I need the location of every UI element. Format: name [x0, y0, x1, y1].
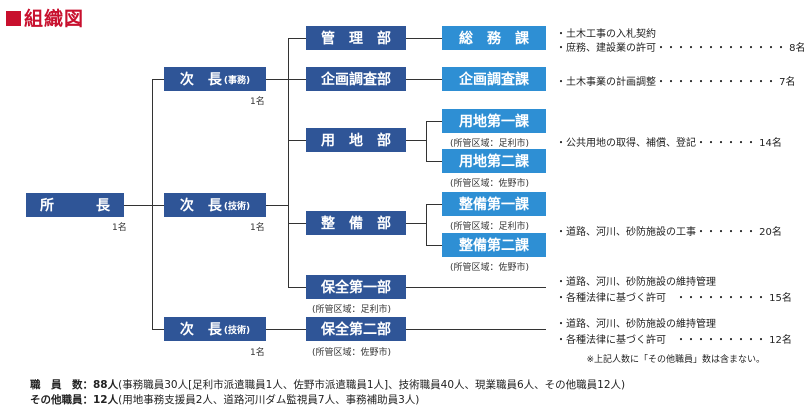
vice-director-tech2-box: 次 長(技術) [164, 317, 266, 341]
vice-admin-count: 1名 [250, 97, 265, 107]
connector [406, 287, 546, 288]
vice-tech1-label: 次 長 [179, 198, 222, 214]
connector [152, 329, 164, 330]
footer-other-value: 12人 [93, 394, 119, 406]
connector [288, 79, 306, 80]
dept-hozen1-box: 保全第一部 [306, 275, 406, 299]
section-youchi2-label: 用地第二課 [459, 154, 529, 170]
vice-director-admin-box: 次 長(事務) [164, 67, 266, 91]
section-seibi2-box: 整備第二課 [442, 233, 546, 257]
connector [406, 38, 442, 39]
connector [406, 140, 426, 141]
title-square-icon [6, 11, 21, 26]
connector [152, 79, 153, 329]
vice-tech2-tag: (技術) [223, 325, 251, 336]
duty-soumu-1: ・土木工事の入札契約 [556, 29, 656, 40]
connector [266, 329, 306, 330]
vice-tech1-tag: (技術) [223, 201, 251, 212]
director-box: 所 長 [26, 193, 124, 217]
section-seibi1-box: 整備第一課 [442, 192, 546, 216]
footer-staff-detail: (事務職員30人[足利市派遣職員1人、佐野市派遣職員1人]、技術職員40人、現業… [118, 379, 626, 391]
dept-kikaku-box: 企画調査部 [306, 67, 406, 91]
connector [426, 245, 442, 246]
dept-seibi-label: 整 備 部 [321, 216, 391, 232]
duty-hozen2-2: ・各種法律に基づく許可 ・・・・・・・・・ 12名 [556, 335, 792, 346]
section-soumu-label: 総 務 課 [459, 31, 529, 47]
dept-seibi-box: 整 備 部 [306, 211, 406, 235]
connector [426, 204, 427, 245]
connector [426, 121, 442, 122]
footer-staff-label: 職 員 数： [30, 379, 93, 391]
dept-youchi-box: 用 地 部 [306, 128, 406, 152]
director-count: 1名 [112, 223, 127, 233]
footer-other: その他職員：12人(用地事務支援員2人、道路河川ダム監視員7人、事務補助員3人) [30, 392, 419, 407]
dept-kikaku-label: 企画調査部 [321, 72, 391, 88]
dept-kanri-label: 管 理 部 [321, 31, 391, 47]
section-youchi1-box: 用地第一課 [442, 109, 546, 133]
footer-staff-value: 88人 [93, 379, 119, 391]
connector [152, 79, 164, 80]
vice-director-tech1-box: 次 長(技術) [164, 193, 266, 217]
footer-other-label: その他職員： [30, 394, 93, 406]
duty-soumu-2: ・庶務、建設業の許可・・・・・・・・・・・・・ 8名 [556, 43, 806, 54]
connector [426, 121, 427, 161]
duty-hozen2-1: ・道路、河川、砂防施設の維持管理 [556, 319, 716, 330]
dept-hozen2-box: 保全第二部 [306, 317, 406, 341]
connector [426, 161, 442, 162]
duty-hozen1-1: ・道路、河川、砂防施設の維持管理 [556, 277, 716, 288]
connector [406, 79, 442, 80]
section-soumu-box: 総 務 課 [442, 26, 546, 50]
vice-tech2-count: 1名 [250, 348, 265, 358]
duty-seibi: ・道路、河川、砂防施設の工事・・・・・・ 20名 [556, 227, 782, 238]
dept-hozen1-label: 保全第一部 [321, 280, 391, 296]
connector [288, 38, 289, 287]
duty-hozen1-2: ・各種法律に基づく許可 ・・・・・・・・・ 15名 [556, 293, 792, 304]
connector [288, 140, 306, 141]
dept-youchi-label: 用 地 部 [321, 133, 391, 149]
section-youchi2-box: 用地第二課 [442, 149, 546, 173]
section-youchi2-area: (所管区域：佐野市) [450, 179, 530, 189]
section-seibi2-area: (所管区域：佐野市) [450, 263, 530, 273]
section-kikaku-box: 企画調査課 [442, 67, 546, 91]
section-kikaku-label: 企画調査課 [459, 72, 529, 88]
vice-admin-tag: (事務) [223, 75, 251, 86]
section-youchi1-area: (所管区域：足利市) [450, 139, 530, 149]
section-youchi1-label: 用地第一課 [459, 114, 529, 130]
section-seibi1-label: 整備第一課 [459, 197, 529, 213]
connector [406, 223, 426, 224]
vice-tech1-count: 1名 [250, 223, 265, 233]
duty-kikaku: ・土木事業の計画調整・・・・・・・・・・・・ 7名 [556, 77, 796, 88]
connector [266, 79, 288, 80]
footer-staff: 職 員 数：88人(事務職員30人[足利市派遣職員1人、佐野市派遣職員1人]、技… [30, 377, 625, 392]
footer-other-detail: (用地事務支援員2人、道路河川ダム監視員7人、事務補助員3人) [118, 394, 420, 406]
vice-admin-label: 次 長 [179, 72, 222, 88]
dept-hozen2-area: (所管区域：佐野市) [312, 348, 392, 358]
page-title-text: 組織図 [24, 8, 85, 30]
dept-hozen1-area: (所管区域：足利市) [312, 305, 392, 315]
dept-hozen2-label: 保全第二部 [321, 322, 391, 338]
connector [124, 205, 164, 206]
note-text: ※上記人数に「その他職員」数は含まない。 [586, 355, 765, 365]
connector [266, 205, 288, 206]
section-seibi2-label: 整備第二課 [459, 238, 529, 254]
director-label: 所 長 [40, 198, 110, 214]
connector [426, 204, 442, 205]
connector [288, 223, 306, 224]
page-title: 組織図 [6, 4, 84, 31]
dept-kanri-box: 管 理 部 [306, 26, 406, 50]
section-seibi1-area: (所管区域：足利市) [450, 222, 530, 232]
connector [288, 38, 306, 39]
connector [288, 287, 306, 288]
vice-tech2-label: 次 長 [179, 322, 222, 338]
connector [406, 329, 546, 330]
duty-youchi: ・公共用地の取得、補償、登記・・・・・・ 14名 [556, 138, 782, 149]
